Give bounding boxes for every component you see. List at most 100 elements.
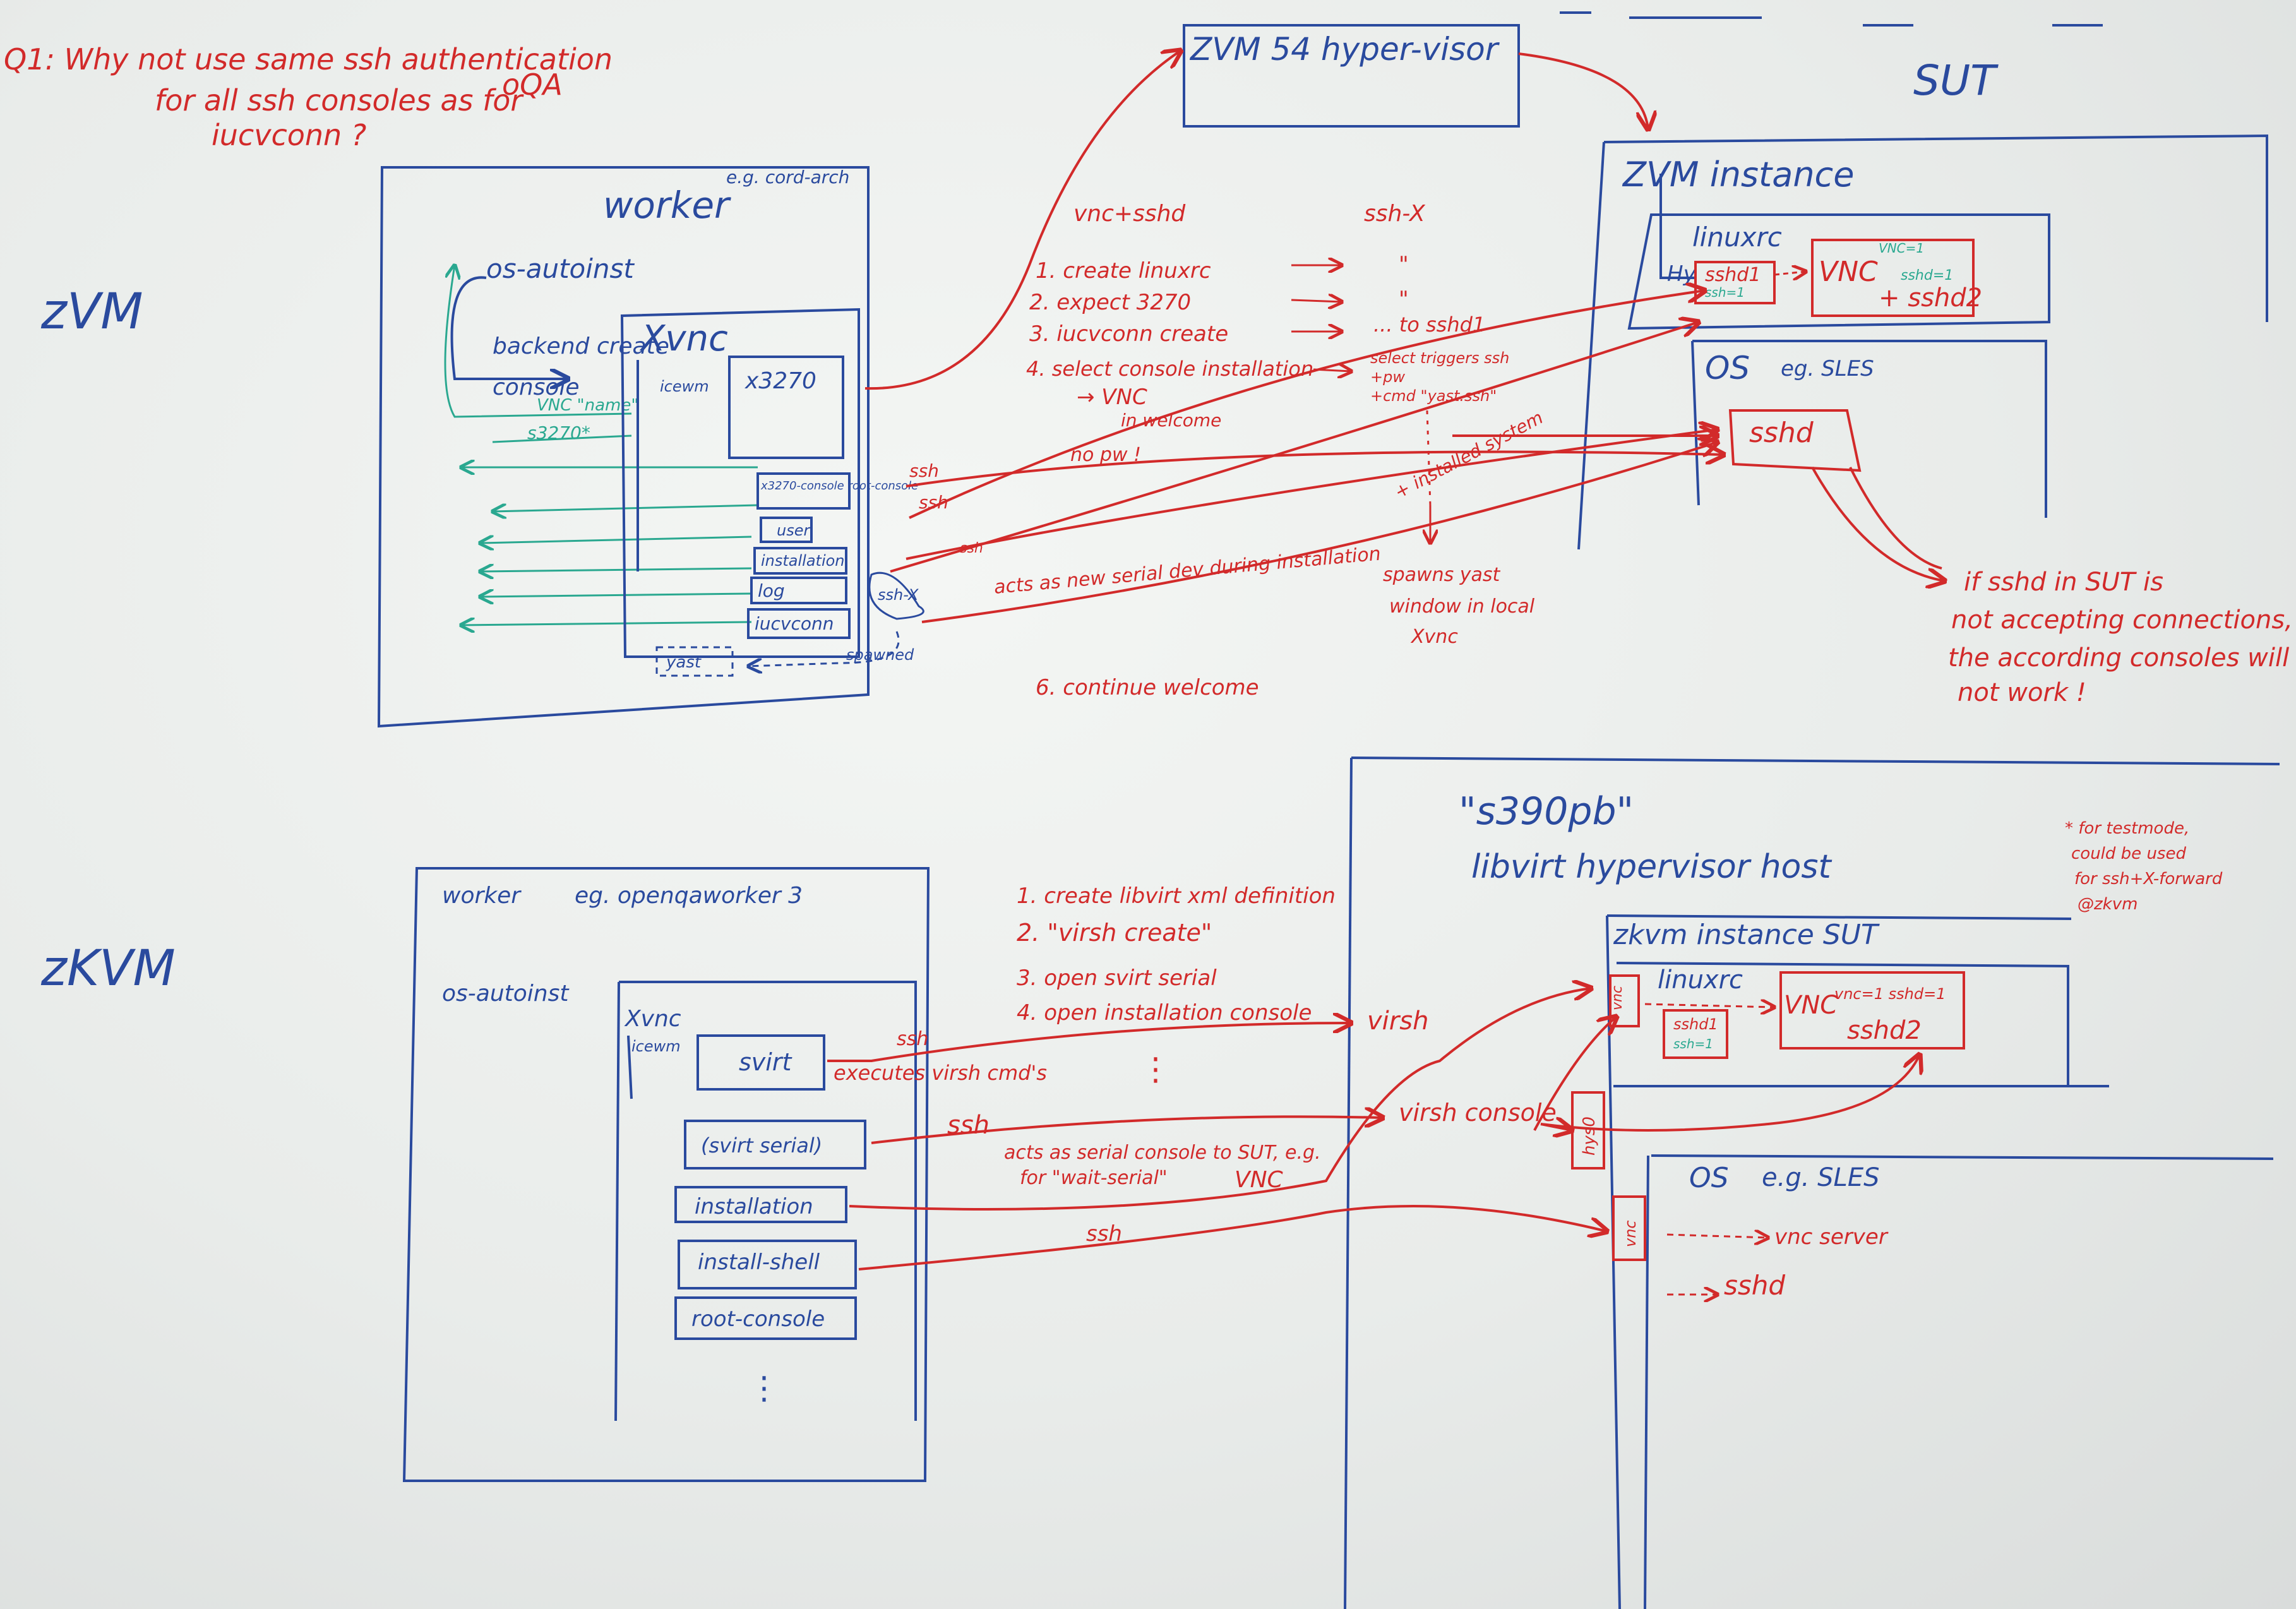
zkvm-step-more: ⋮ (1140, 1051, 1171, 1087)
zvm-vnc-sshd2-box (1811, 239, 1975, 317)
zvm-worker-box (377, 166, 870, 728)
zkvm-os-eg: e.g. SLES (1762, 1163, 1879, 1192)
zkvm-xvnc-box (614, 981, 917, 1421)
zkvm-vnc: VNC (1235, 1167, 1284, 1193)
zkvm-tab-install-shell[interactable] (678, 1240, 857, 1289)
zkvm-virsh-console: virsh console (1399, 1099, 1557, 1127)
zvm-x3270-label: x3270 (744, 368, 816, 394)
zkvm-worker-title: worker (442, 883, 522, 909)
zkvm-instance-title: zkvm instance SUT (1613, 919, 1880, 951)
zkvm-tab-svirt-serial[interactable] (684, 1120, 866, 1169)
zkvm-ssh-1: ssh (897, 1028, 928, 1050)
zvm-tab-label-3: log (758, 580, 785, 601)
zvm-spawned: spawned (846, 646, 914, 664)
zkvm-tab-label-0: svirt (739, 1048, 792, 1076)
zkvm-tab-installation[interactable] (674, 1186, 847, 1223)
zvm-backend-arrow (450, 276, 568, 379)
zvm-installed-system: + installed system (1391, 407, 1546, 503)
zvm-connection-arrows (864, 51, 1945, 623)
zkvm-vnc-side: vnc (1610, 986, 1625, 1010)
zkvm-executes: executes virsh cmd's (834, 1061, 1047, 1085)
zvm-warning: if sshd in SUT is not accepting connecti… (1948, 568, 2293, 707)
zvm-worker-title: worker (603, 184, 731, 227)
zvm-hypervisor-box (1183, 24, 1520, 128)
zkvm-xvnc: Xvnc (624, 1006, 681, 1032)
zvm-vnc: VNC (1819, 256, 1878, 288)
question-line-3: iucvconn ? (212, 118, 366, 152)
zvm-tab-label-2: installation (761, 552, 845, 570)
zkvm-linuxrc: linuxrc (1658, 966, 1743, 995)
zvm-yast-label: yast (666, 653, 702, 672)
question-note: Q1: Why not use same ssh authentication … (4, 42, 613, 152)
zvm-os-autoinst: os-autoinst (486, 253, 635, 284)
zvm-ssh-label-1: ssh (909, 460, 939, 481)
zvm-os-eg: eg. SLES (1781, 356, 1874, 381)
zvm-steps-header-left: vnc+sshd (1073, 201, 1186, 227)
zkvm-hyso: hys0 (1580, 1116, 1599, 1156)
zvm-worker-note: e.g. cord-arch (726, 167, 849, 188)
zvm-tab-label-4: iucvconn (755, 613, 834, 634)
zvm-xvnc-box (620, 308, 860, 658)
zvm-steps: vnc+sshd ssh-X 1. create linuxrc 2. expe… (1026, 201, 1509, 466)
top-dashes (1560, 11, 2103, 27)
zvm-warning-4: not work ! (1958, 678, 2086, 707)
zvm-x3270-window[interactable] (728, 356, 844, 459)
zkvm-connection-arrows (827, 988, 1920, 1271)
zkvm-tab-label-2: installation (695, 1194, 813, 1219)
zkvm-vnc-side2-box (1612, 1195, 1646, 1261)
zkvm-os-autoinst: os-autoinst (442, 981, 570, 1007)
zvm-right-4: select triggers ssh (1370, 349, 1509, 367)
zvm-instance-box (1577, 134, 2268, 550)
zvm-sshd2: + sshd2 (1879, 284, 1982, 313)
zkvm-sshd1: sshd1 (1673, 1015, 1718, 1033)
question-line-1: Q1: Why not use same ssh authentication (4, 42, 613, 76)
zkvm-ssh1: ssh=1 (1673, 1036, 1713, 1051)
zvm-instance-title: ZVM instance (1622, 155, 1854, 194)
zkvm-ssh-2: ssh (947, 1111, 990, 1140)
zvm-step-1: 1. create linuxrc (1036, 258, 1211, 284)
zkvm-host-subtitle: libvirt hypervisor host (1471, 848, 1832, 886)
zkvm-vnc-server: vnc server (1774, 1224, 1889, 1250)
zkvm-virsh: virsh (1367, 1007, 1428, 1036)
zkvm-vnc-eq: vnc=1 sshd=1 (1834, 985, 1946, 1003)
zkvm-tab-svirt[interactable] (697, 1034, 825, 1091)
zvm-ssh1: ssh=1 (1705, 285, 1745, 300)
zvm-sshd: sshd (1749, 417, 1814, 449)
zvm-tab-label-1: user (777, 522, 811, 539)
zvm-linuxrc: linuxrc (1692, 222, 1782, 253)
zvm-tab-iucvconn[interactable] (747, 608, 851, 639)
zkvm-console-tabs (674, 1034, 866, 1340)
zvm-os: OS (1705, 350, 1750, 386)
zvm-teal-arrows (444, 265, 758, 625)
zkvm-testmode-3: for ssh+X-forward (2074, 870, 2223, 888)
zkvm-vnc-side2: vnc (1622, 1220, 1639, 1247)
zkvm-sshd: sshd (1724, 1270, 1785, 1301)
zvm-icewm: icewm (660, 378, 709, 395)
zkvm-tab-root-console[interactable] (674, 1296, 857, 1340)
zkvm-tab-label-1: (svirt serial) (701, 1133, 822, 1157)
zvm-tab-label-0: x3270-console root-console (760, 479, 918, 493)
zvm-right-1: " (1399, 252, 1409, 277)
zvm-right-5: +pw (1370, 368, 1405, 386)
zvm-tab-installation[interactable] (753, 547, 847, 575)
zvm-warning-1: if sshd in SUT is (1964, 568, 2163, 597)
zvm-tab-log[interactable] (750, 577, 847, 604)
zkvm-os: OS (1689, 1162, 1729, 1194)
zkvm-icewm: icewm (631, 1038, 681, 1055)
zvm-spawns-2: window in local (1389, 595, 1535, 618)
zkvm-tab-label-4: root-console (691, 1307, 825, 1332)
zkvm-step-2: 2. "virsh create" (1017, 919, 1212, 947)
zvm-step-4: 4. select console installation (1026, 357, 1313, 381)
zvm-tab-user[interactable] (760, 517, 813, 543)
zkvm-worker-box (402, 867, 930, 1482)
zvm-steps-header-right: ssh-X (1364, 201, 1426, 227)
zvm-tab-x3270-root[interactable] (756, 472, 851, 510)
zkvm-vnc-label: VNC (1784, 991, 1838, 1020)
zkvm-acts-serial-2: for "wait-serial" (1020, 1167, 1168, 1189)
zkvm-worker-note: eg. openqaworker 3 (575, 883, 803, 909)
zkvm-vnc-dashed-arrow (1644, 1004, 1774, 1007)
zkvm-sshd2: sshd2 (1847, 1016, 1922, 1045)
question-line-2: for all ssh consoles as for (155, 83, 524, 117)
zvm-sshx-bubble (868, 571, 924, 620)
